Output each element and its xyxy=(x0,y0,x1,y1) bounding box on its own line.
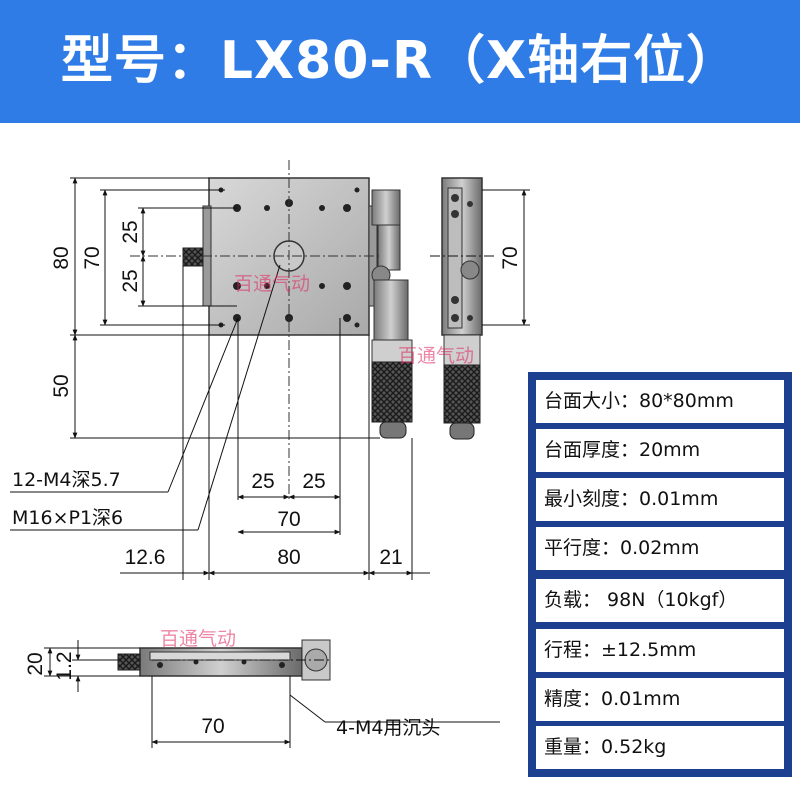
dim-80-height: 80 xyxy=(50,246,73,269)
micrometer-head xyxy=(371,189,413,439)
dim-12-6: 12.6 xyxy=(125,546,166,569)
dim-80-width: 80 xyxy=(277,546,300,569)
watermark: 百通气动 xyxy=(160,628,236,650)
dim-25-upper: 25 xyxy=(119,220,142,243)
spec-panel: 台面大小：80*80mm 台面厚度：20mm 最小刻度：0.01mm 平行度：0… xyxy=(528,372,792,777)
callout-mount-holes: 4-M4用沉头 xyxy=(336,717,440,739)
spec-travel: 行程：±12.5mm xyxy=(536,629,784,672)
side-view: 70 xyxy=(430,177,530,440)
spec-table-size: 台面大小：80*80mm xyxy=(536,380,784,423)
spec-parallelism: 平行度：0.02mm xyxy=(536,527,784,570)
spec-table-thickness: 台面厚度：20mm xyxy=(536,429,784,472)
watermark: 百通气动 xyxy=(398,345,474,367)
callout-center-thread: M16×P1深6 xyxy=(12,507,123,529)
dim-70-height: 70 xyxy=(81,246,104,269)
dim-25-right: 25 xyxy=(302,470,325,493)
spec-load: 负载： 98N（10kgf） xyxy=(536,579,784,622)
technical-drawing: 80 70 25 25 50 25 25 70 80 12.6 21 12-M4… xyxy=(10,160,530,748)
top-view: 80 70 25 25 50 25 25 70 80 12.6 21 12-M4… xyxy=(10,160,430,580)
callout-holes: 12-M4深5.7 xyxy=(12,469,121,491)
dim-21: 21 xyxy=(379,546,402,569)
dim-1-2: 1.2 xyxy=(53,651,76,680)
dim-70-width: 70 xyxy=(277,508,300,531)
watermark: 百通气动 xyxy=(234,273,310,295)
front-view: 20 1.2 70 4-M4用沉头 xyxy=(24,639,500,748)
dim-70-side: 70 xyxy=(499,246,522,269)
model-title: 型号：LX80-R（X轴右位） xyxy=(60,31,740,91)
header-bar: 型号：LX80-R（X轴右位） xyxy=(0,0,800,123)
dim-50: 50 xyxy=(50,374,73,397)
dim-20: 20 xyxy=(24,652,47,675)
spec-weight: 重量：0.52kg xyxy=(536,726,784,769)
dim-25-lower: 25 xyxy=(119,269,142,292)
spec-min-scale: 最小刻度：0.01mm xyxy=(536,478,784,521)
dim-70-front: 70 xyxy=(201,715,224,738)
dim-25-left: 25 xyxy=(251,470,274,493)
spec-accuracy: 精度：0.01mm xyxy=(536,678,784,721)
